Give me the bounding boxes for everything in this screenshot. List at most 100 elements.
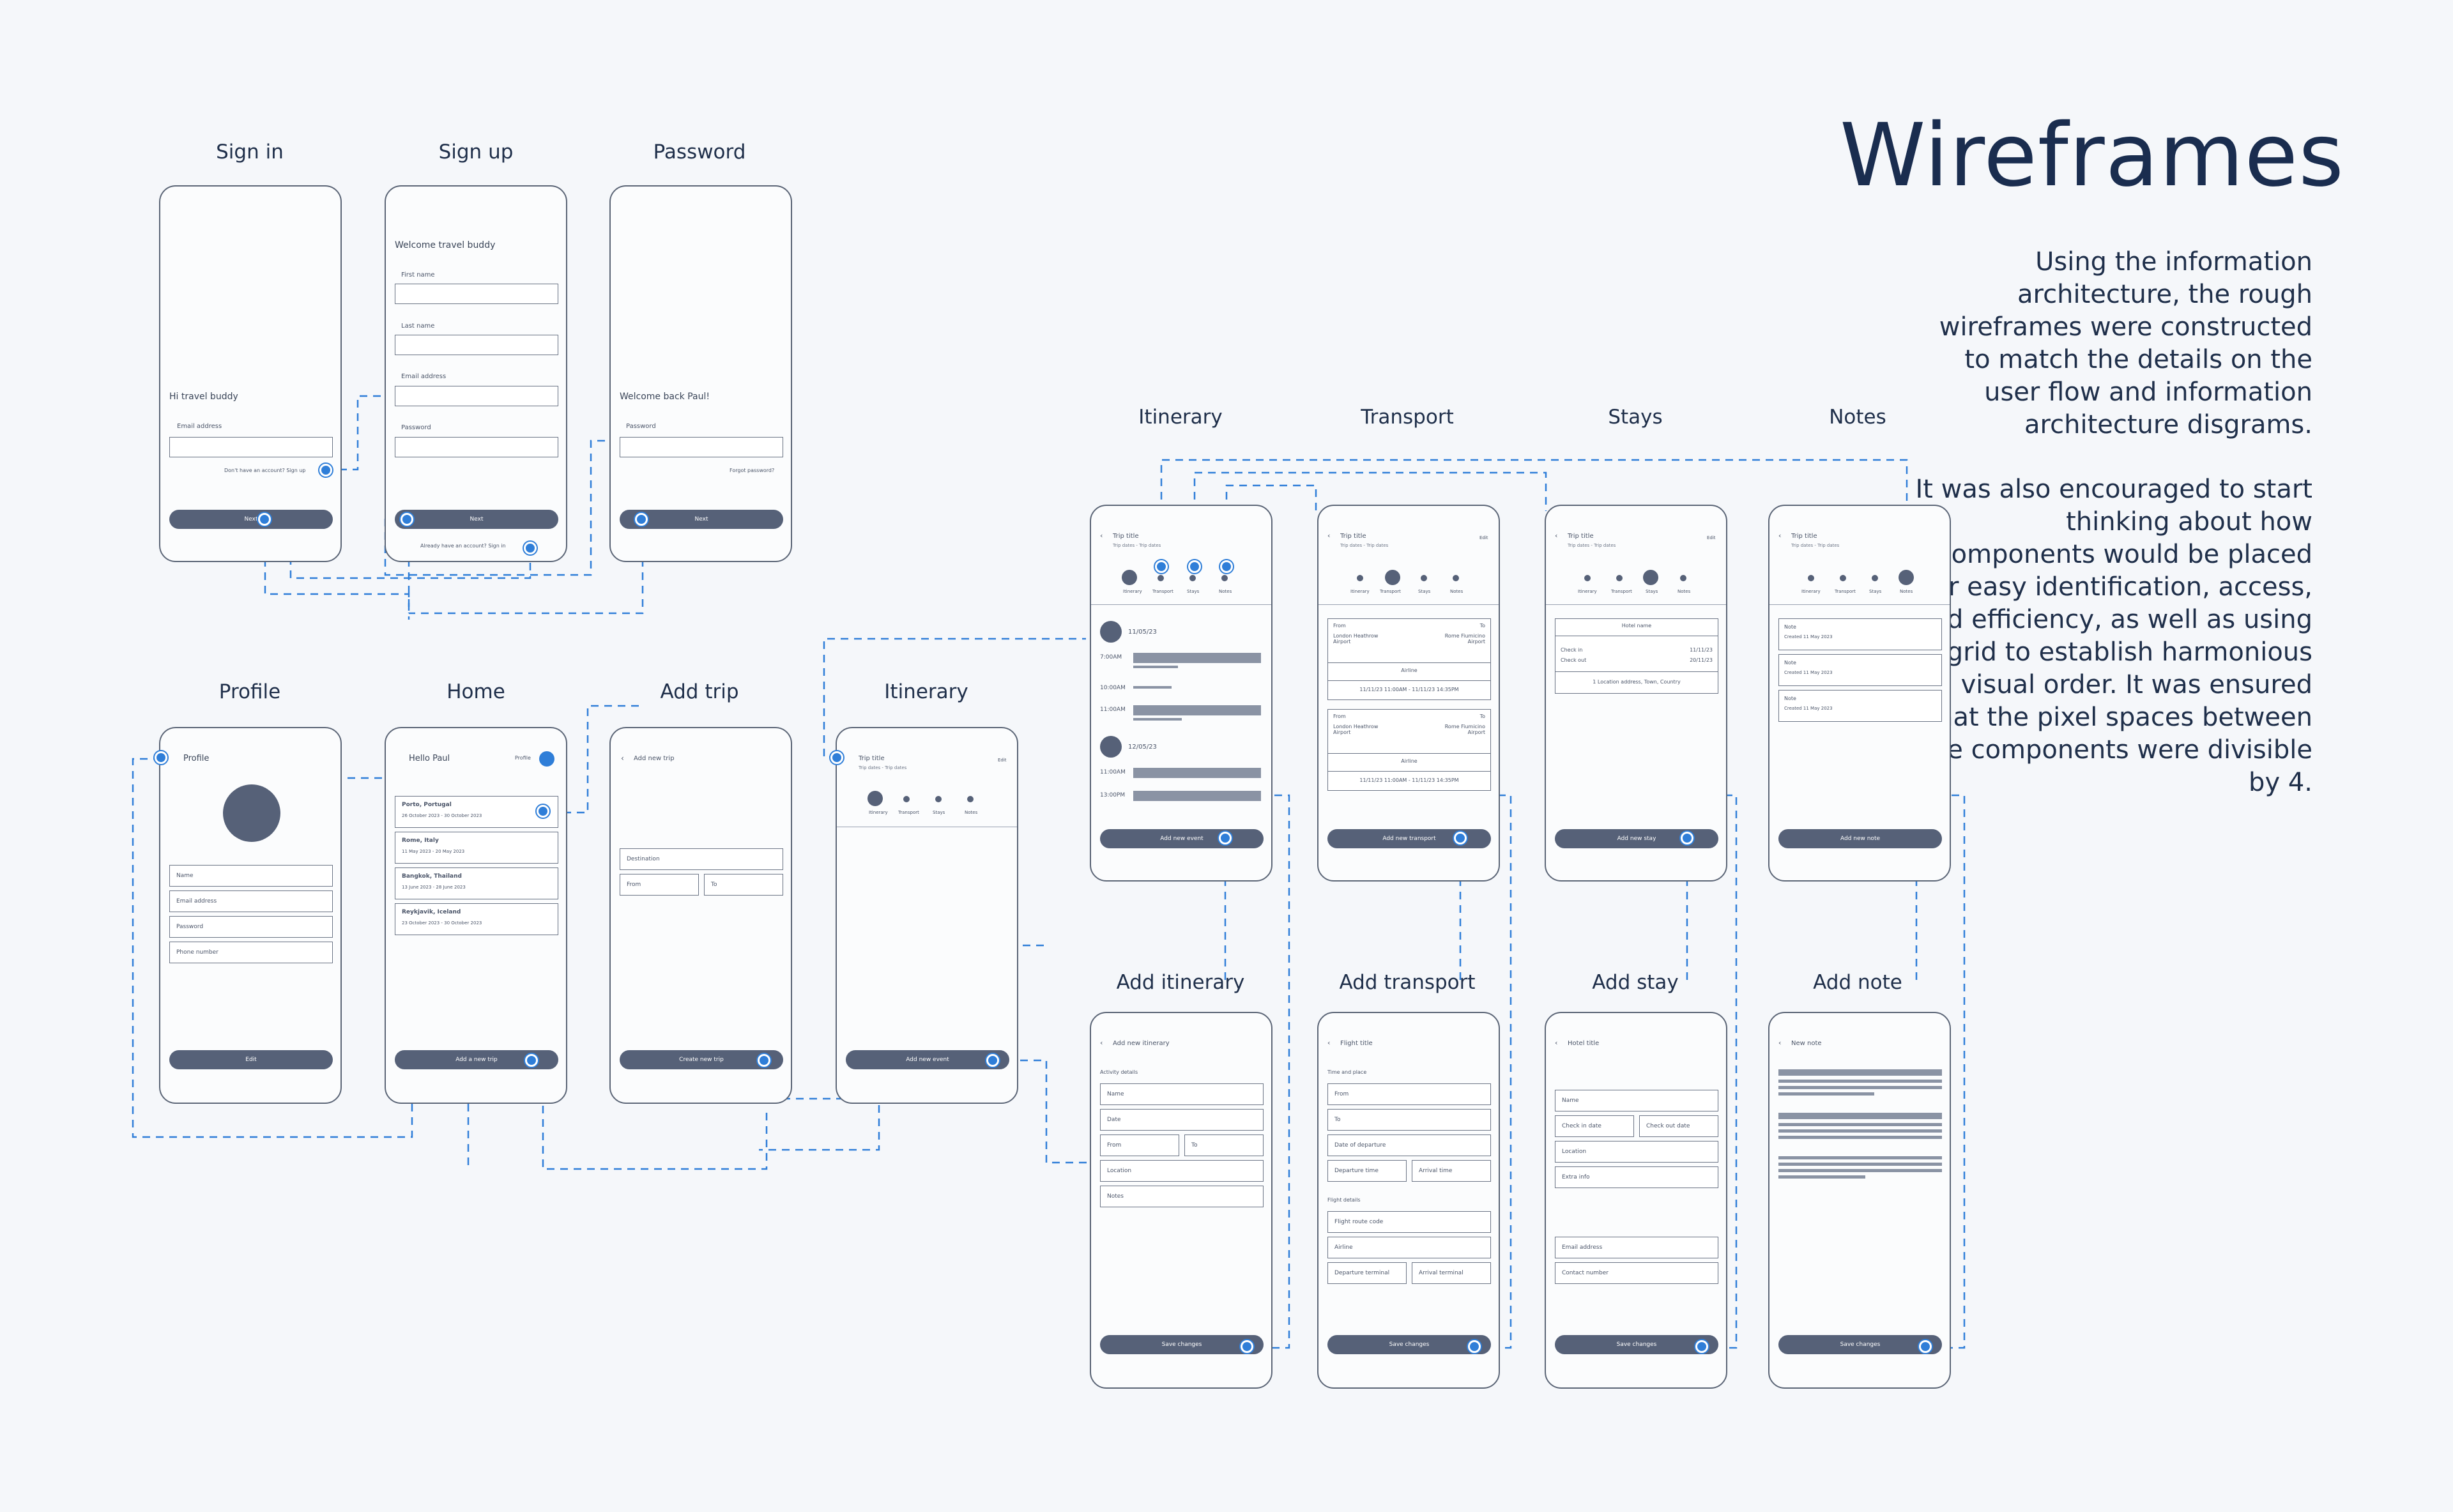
tab-transport[interactable]: Transport [1611, 589, 1632, 594]
trip-card[interactable]: Bangkok, Thailand 13 June 2023 - 28 June… [395, 867, 558, 899]
departure-terminal-field[interactable]: Departure terminal [1327, 1262, 1407, 1284]
tab-stays-icon[interactable] [1872, 575, 1878, 581]
tab-itinerary[interactable]: Itinerary [1350, 589, 1370, 594]
name-field[interactable]: Name [1555, 1090, 1718, 1111]
airline-field[interactable]: Airline [1327, 1237, 1491, 1258]
to-field[interactable]: To [704, 874, 783, 896]
save-button[interactable]: Save changes [1100, 1335, 1264, 1354]
tab-itinerary[interactable]: Itinerary [869, 810, 888, 815]
hotel-card[interactable]: Hotel name Check in 11/11/23 Check out 2… [1555, 618, 1718, 694]
checkout-date-field[interactable]: Check out date [1639, 1115, 1718, 1137]
tab-itinerary[interactable]: Itinerary [1123, 589, 1142, 594]
tab-stays[interactable]: Stays [1418, 589, 1431, 594]
tab-itinerary-icon[interactable] [1808, 575, 1814, 581]
forgot-password-link[interactable]: Forgot password? [730, 468, 775, 473]
email-field[interactable]: Email address [1555, 1237, 1718, 1258]
tab-stays-icon[interactable] [1421, 575, 1427, 581]
to-field[interactable]: To [1327, 1109, 1491, 1131]
next-button[interactable]: Next [395, 510, 558, 529]
avatar[interactable] [223, 784, 280, 842]
event-bar[interactable] [1133, 791, 1261, 801]
arrival-terminal-field[interactable]: Arrival terminal [1412, 1262, 1491, 1284]
event-bar[interactable] [1133, 768, 1261, 778]
tab-notes[interactable]: Notes [1450, 589, 1463, 594]
notes-field[interactable]: Notes [1100, 1186, 1264, 1207]
edit-link[interactable]: Edit [998, 758, 1007, 763]
back-icon[interactable]: ‹ [1778, 531, 1782, 540]
tab-notes[interactable]: Notes [1677, 589, 1691, 594]
tab-notes-icon[interactable] [1899, 570, 1914, 585]
tab-transport-icon[interactable] [1616, 575, 1623, 581]
contact-field[interactable]: Contact number [1555, 1262, 1718, 1284]
flight-card[interactable]: From To London Heathrow Airport Rome Fiu… [1327, 618, 1491, 700]
tab-itinerary-icon[interactable] [1122, 570, 1137, 585]
note-card[interactable]: Note Created 11 May 2023 [1778, 690, 1942, 722]
trip-card[interactable]: Reykjavik, Iceland 23 October 2023 - 30 … [395, 903, 558, 935]
edit-button[interactable]: Edit [169, 1050, 333, 1069]
edit-link[interactable]: Edit [1479, 535, 1488, 540]
extra-info-field[interactable]: Extra info [1555, 1166, 1718, 1188]
back-icon[interactable]: ‹ [1778, 1039, 1782, 1047]
add-stay-button[interactable]: Add new stay [1555, 829, 1718, 848]
arrival-time-field[interactable]: Arrival time [1412, 1160, 1491, 1182]
location-field[interactable]: Location [1555, 1141, 1718, 1163]
tab-stays[interactable]: Stays [1646, 589, 1658, 594]
event-bar[interactable] [1133, 705, 1261, 715]
note-card[interactable]: Note Created 11 May 2023 [1778, 654, 1942, 686]
name-field[interactable]: Name [1100, 1083, 1264, 1105]
to-field[interactable]: To [1184, 1134, 1264, 1156]
flight-card[interactable]: From To London Heathrow Airport Rome Fiu… [1327, 709, 1491, 791]
tab-transport[interactable]: Transport [1380, 589, 1401, 594]
last-name-field[interactable] [395, 335, 558, 355]
tab-stays-icon[interactable] [1189, 575, 1196, 581]
departure-date-field[interactable]: Date of departure [1327, 1134, 1491, 1156]
trip-card[interactable]: Porto, Portugal 26 October 2023 - 30 Oct… [395, 796, 558, 828]
tab-itinerary[interactable]: Itinerary [1801, 589, 1821, 594]
tab-notes-icon[interactable] [1680, 575, 1686, 581]
tab-itinerary-icon[interactable] [867, 791, 883, 806]
back-icon[interactable]: ‹ [1555, 531, 1558, 540]
back-icon[interactable]: ‹ [1327, 1039, 1331, 1047]
next-button[interactable]: Next [169, 510, 333, 529]
profile-link[interactable]: Profile [515, 755, 531, 761]
email-field[interactable] [169, 437, 333, 457]
tab-itinerary-icon[interactable] [1584, 575, 1591, 581]
destination-field[interactable]: Destination [620, 848, 783, 870]
departure-time-field[interactable]: Departure time [1327, 1160, 1407, 1182]
tab-notes[interactable]: Notes [1900, 589, 1913, 594]
first-name-field[interactable] [395, 284, 558, 304]
password-field[interactable]: Password [169, 916, 333, 938]
tab-notes-icon[interactable] [967, 796, 974, 802]
from-field[interactable]: From [1100, 1134, 1179, 1156]
tab-notes[interactable]: Notes [965, 810, 978, 815]
add-event-button[interactable]: Add new event [1100, 829, 1264, 848]
tab-transport-icon[interactable] [1158, 575, 1164, 581]
tab-itinerary-icon[interactable] [1357, 575, 1363, 581]
tab-transport-icon[interactable] [1840, 575, 1846, 581]
back-icon[interactable]: ‹ [1555, 1039, 1558, 1047]
event-bar[interactable] [1133, 653, 1261, 663]
phone-field[interactable]: Phone number [169, 942, 333, 963]
back-icon[interactable]: ‹ [1327, 531, 1331, 540]
tab-transport[interactable]: Transport [1835, 589, 1856, 594]
tab-transport-icon[interactable] [1385, 570, 1400, 585]
tab-notes-icon[interactable] [1221, 575, 1228, 581]
back-icon[interactable]: ‹ [1100, 531, 1103, 540]
trip-card[interactable]: Rome, Italy 11 May 2023 - 20 May 2023 [395, 832, 558, 864]
from-field[interactable]: From [1327, 1083, 1491, 1105]
back-icon[interactable]: ‹ [1100, 1039, 1103, 1047]
tab-stays-icon[interactable] [1643, 570, 1658, 585]
tab-notes[interactable]: Notes [1219, 589, 1232, 594]
tab-transport-icon[interactable] [903, 796, 910, 802]
add-note-button[interactable]: Add new note [1778, 829, 1942, 848]
tab-transport[interactable]: Transport [898, 810, 919, 815]
signin-link[interactable]: Already have an account? Sign in [420, 543, 506, 549]
checkin-date-field[interactable]: Check in date [1555, 1115, 1634, 1137]
save-button[interactable]: Save changes [1555, 1335, 1718, 1354]
password-field[interactable] [620, 437, 783, 457]
tab-notes-icon[interactable] [1453, 575, 1459, 581]
date-field[interactable]: Date [1100, 1109, 1264, 1131]
tab-stays[interactable]: Stays [1869, 589, 1882, 594]
save-button[interactable]: Save changes [1327, 1335, 1491, 1354]
tab-itinerary[interactable]: Itinerary [1578, 589, 1597, 594]
